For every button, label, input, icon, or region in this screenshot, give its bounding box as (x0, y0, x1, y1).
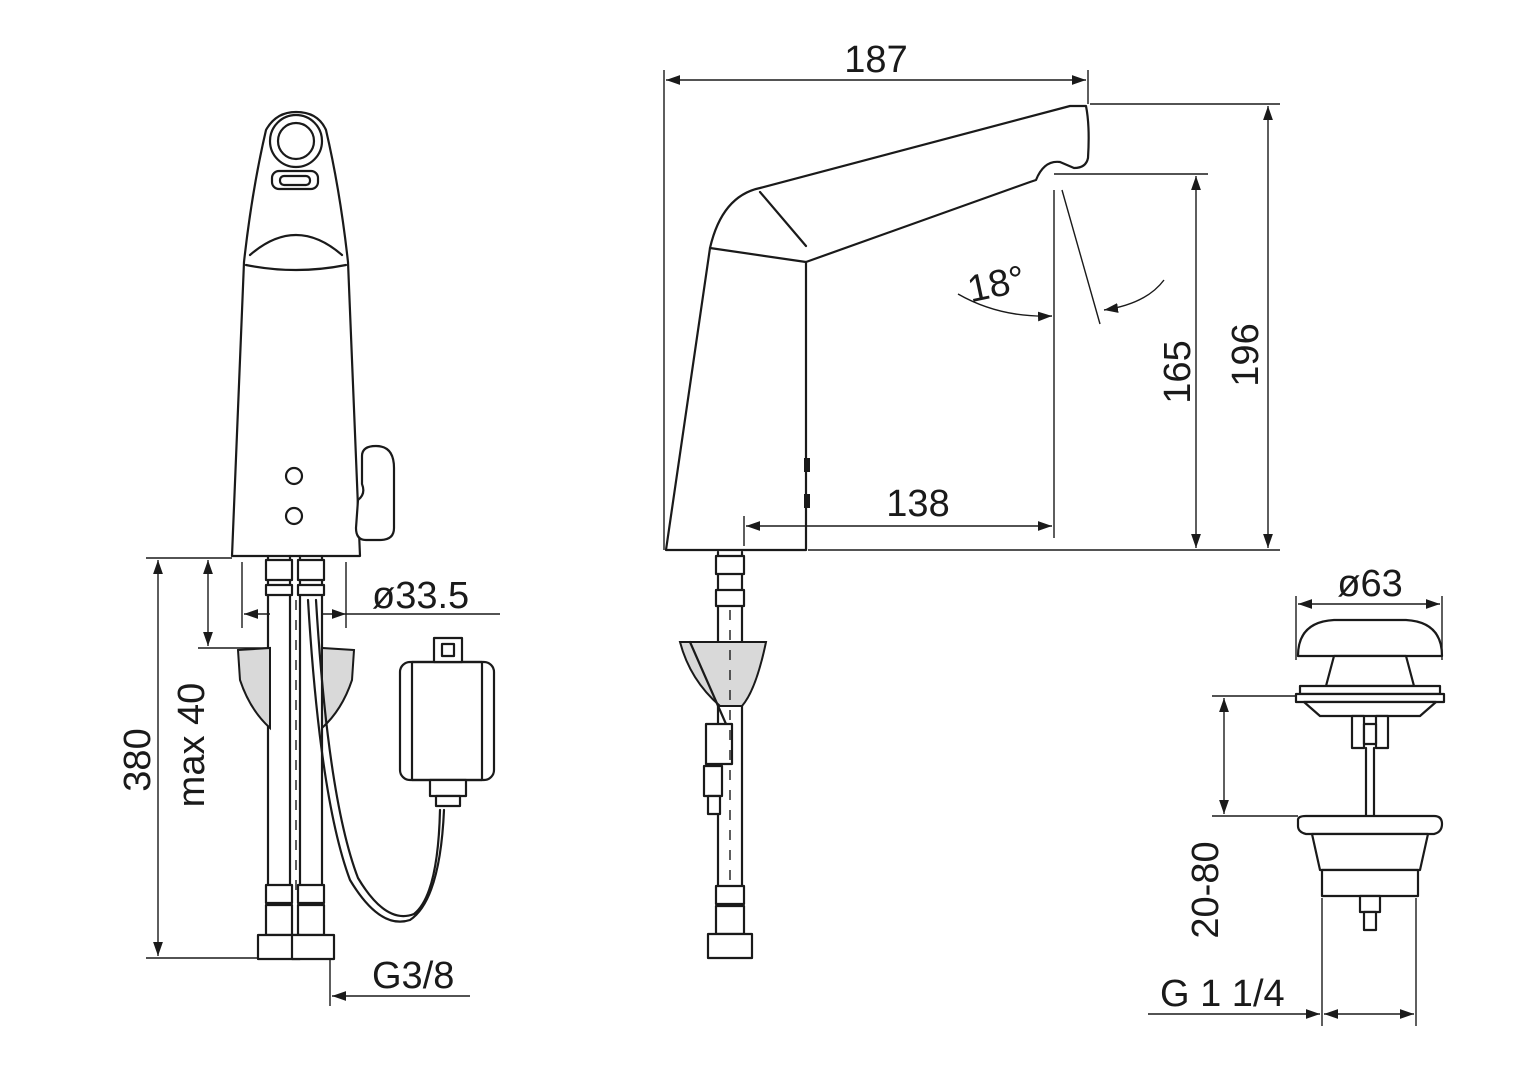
dim-165: 165 (1157, 340, 1199, 403)
dim-shank-diameter: ø33.5 (372, 575, 469, 617)
side-fixing-nut (678, 641, 768, 707)
fixing-nut (236, 646, 271, 731)
lever (354, 444, 396, 542)
dim-waste-diameter: ø63 (1337, 563, 1402, 605)
side-hex-nut (706, 932, 754, 960)
front-view (230, 110, 496, 961)
waste-dimensions: ø63 20-80 G 1 1/4 (1148, 563, 1443, 1026)
waste-body (1296, 814, 1444, 836)
dim-max-40: max 40 (171, 683, 213, 808)
dim-187: 187 (844, 39, 907, 81)
waste-cap (1296, 618, 1444, 658)
waste-valve (1294, 618, 1446, 932)
dim-waste-range: 20-80 (1185, 841, 1227, 938)
sensor-dot (284, 506, 304, 526)
front-dimensions: 380 max 40 ø33.5 G3/8 (117, 557, 500, 1006)
dim-380: 380 (117, 728, 159, 791)
side-tap-body (664, 104, 1090, 552)
side-dimensions: 187 196 165 138 18° (663, 39, 1280, 551)
side-view (664, 104, 1090, 960)
dim-138: 138 (886, 483, 949, 525)
hex-nut (290, 933, 336, 961)
sensor-dot (284, 466, 304, 486)
control-box (398, 660, 496, 782)
dim-196: 196 (1225, 323, 1267, 386)
dim-g3-8: G3/8 (372, 955, 454, 997)
front-tap-body (230, 110, 362, 558)
dim-angle: 18° (964, 258, 1029, 311)
dim-waste-thread: G 1 1/4 (1160, 973, 1285, 1015)
